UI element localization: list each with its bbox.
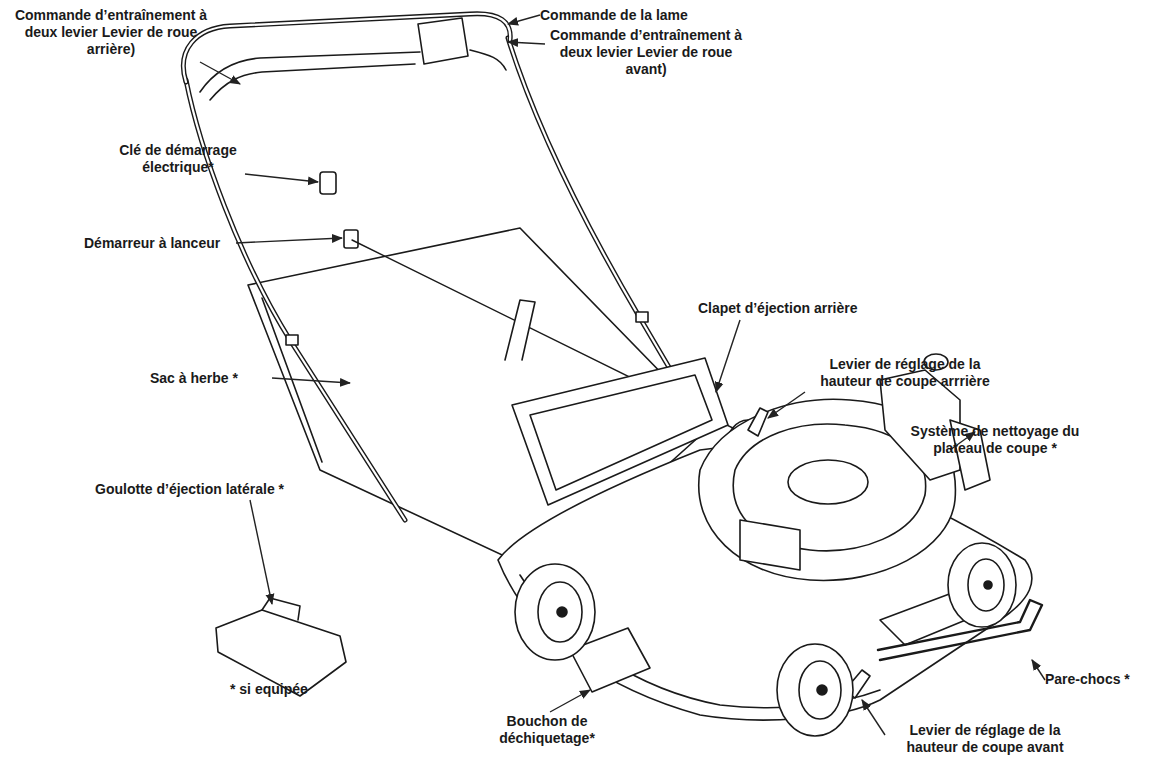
handle-bar — [183, 14, 510, 82]
part-label: Clapet d’éjection arrière — [698, 300, 898, 317]
leader-line — [250, 500, 272, 604]
wheel-hub — [538, 582, 582, 642]
bail-lever — [210, 64, 415, 100]
control-box — [418, 18, 468, 64]
leader-line — [508, 15, 540, 24]
bag-handle — [505, 300, 535, 360]
leader-line — [768, 392, 805, 418]
part-label: Levier de réglage de la hauteur de coupe… — [805, 356, 1005, 390]
leader-line — [200, 62, 240, 84]
mower-drawing — [183, 14, 1042, 736]
wheel — [515, 564, 595, 660]
handle-clamp — [636, 312, 648, 322]
height-lever — [748, 408, 768, 436]
handle-clamp — [286, 335, 298, 345]
part-label: Pare-chocs * — [1045, 671, 1155, 688]
leader-line — [1032, 660, 1045, 680]
engine-top — [788, 460, 868, 504]
part-label: Levier de réglage de la hauteur de coupe… — [885, 722, 1085, 756]
wheel — [948, 543, 1016, 627]
part-label: * si equipée — [230, 681, 340, 698]
wheel-hub — [799, 661, 841, 719]
part-label: Clé de démarrage électrique* — [108, 142, 248, 176]
leader-line — [862, 700, 885, 735]
wheel-axle — [817, 685, 827, 695]
wheel-hub — [968, 559, 1004, 611]
leader-line — [272, 378, 350, 383]
part-label: Commande de la lame — [540, 7, 710, 24]
leader-line — [550, 690, 590, 712]
engine-block — [740, 520, 800, 570]
bail-lever — [470, 50, 506, 70]
part-label: Sac à herbe * — [150, 370, 270, 387]
part-label: Commande d’entraînement à deux levier Le… — [5, 7, 217, 58]
part-label: Démarreur à lanceur — [84, 235, 244, 252]
wheel — [777, 644, 853, 736]
bail-lever — [200, 52, 420, 92]
leader-line — [245, 174, 318, 182]
bumper — [878, 600, 1042, 660]
part-label: Bouchon de déchiquetage* — [482, 713, 612, 747]
wheel-axle — [557, 607, 567, 617]
leader-lines — [200, 15, 1045, 735]
handle-rail — [508, 38, 700, 420]
part-label: Goulotte d’éjection latérale * — [95, 481, 355, 498]
leader-line — [508, 42, 545, 44]
part-label: Système de nettoyage du plateau de coupe… — [910, 423, 1080, 457]
starter-handle — [344, 230, 358, 248]
handle-rail — [508, 38, 700, 420]
leader-line — [716, 320, 740, 392]
part-label: Commande d’entraînement à deux levier Le… — [540, 27, 752, 78]
wheel-axle — [984, 581, 992, 589]
leader-line — [236, 238, 342, 243]
ignition-key — [320, 172, 336, 194]
side-chute — [262, 598, 300, 620]
handle-bar — [183, 14, 510, 82]
